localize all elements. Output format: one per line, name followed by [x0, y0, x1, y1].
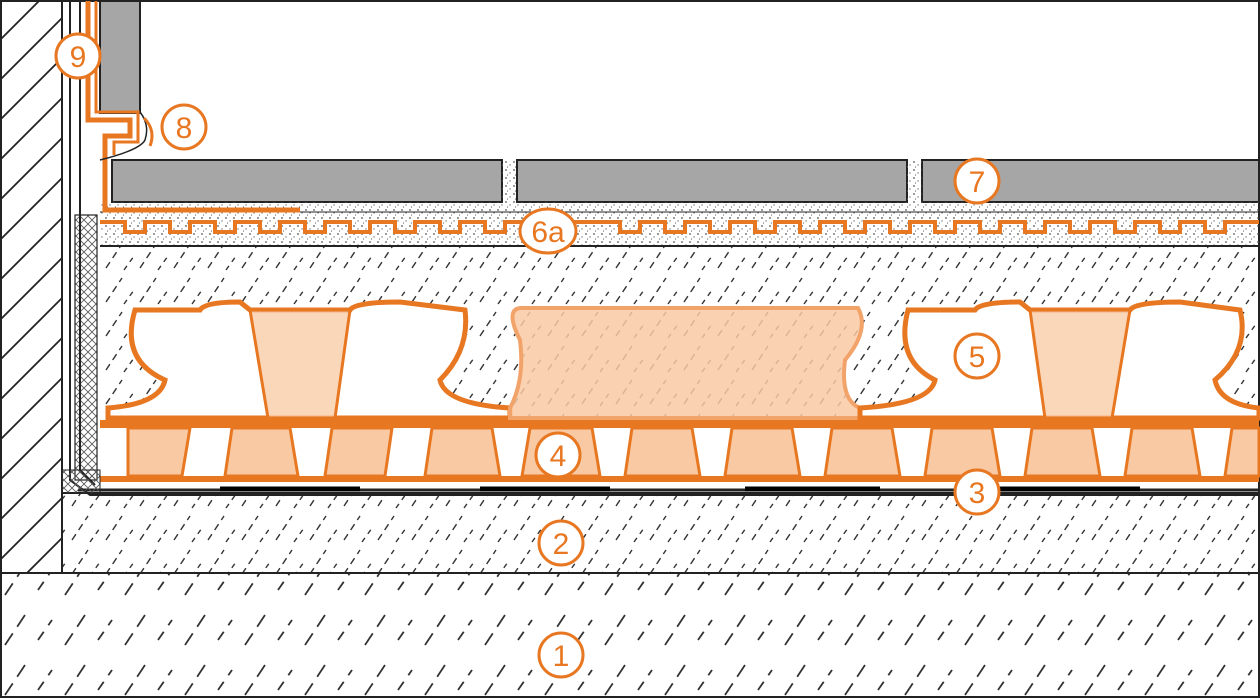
callout-2: 2	[537, 519, 585, 567]
layer-concrete-slab	[0, 572, 1260, 698]
callout-label-2: 2	[553, 528, 570, 561]
callout-9: 9	[54, 32, 102, 80]
callout-label-4: 4	[550, 440, 567, 473]
tile-bed-dots	[100, 202, 1259, 212]
callout-label-5: 5	[969, 341, 986, 374]
callout-8: 8	[160, 103, 208, 151]
callout-label-7: 7	[969, 166, 986, 199]
wall	[0, 0, 63, 574]
callout-7: 7	[953, 157, 1001, 205]
callout-4: 4	[534, 431, 582, 479]
callout-5: 5	[953, 332, 1001, 380]
layer-stud-panel	[105, 299, 1260, 421]
callout-1: 1	[537, 631, 585, 679]
grout-joint	[502, 160, 517, 202]
callout-3: 3	[953, 468, 1001, 516]
callout-label-3: 3	[969, 477, 986, 510]
grout-joint	[907, 160, 922, 202]
wall-edge-detail	[61, 0, 1259, 496]
layer-membrane	[78, 486, 1259, 492]
layer-uncoupling-mat	[100, 211, 1259, 247]
callout-label-1: 1	[553, 640, 570, 673]
callout-label-6a: 6a	[531, 216, 565, 249]
callout-6a: 6a	[518, 207, 578, 255]
layer-drainage-mat	[100, 420, 1260, 482]
layer-screed	[61, 492, 1260, 574]
callout-label-9: 9	[70, 41, 87, 74]
callout-label-8: 8	[176, 112, 193, 145]
layer-tiles	[111, 159, 1260, 203]
